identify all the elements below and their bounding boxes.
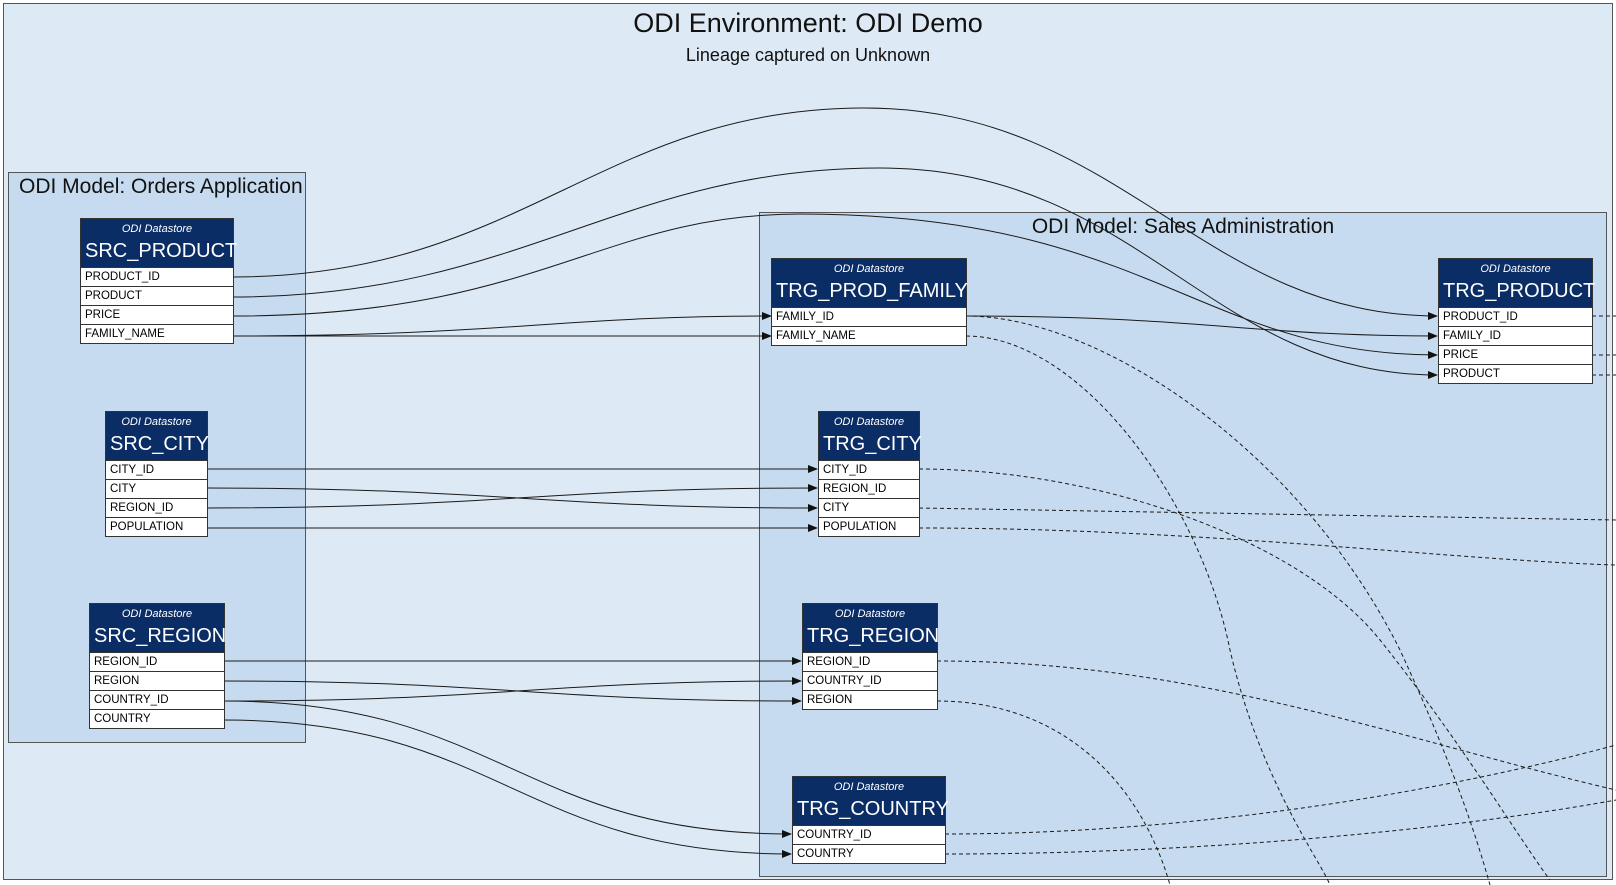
column-region-id[interactable]: REGION_ID [90,652,224,671]
datastore-src-city[interactable]: ODI Datastore SRC_CITY CITY_ID CITY REGI… [105,411,209,537]
datastore-type-label: ODI Datastore [834,608,906,620]
lineage-src-family-name-to-trg-family-id [232,312,772,337]
environment-title: ODI Environment: ODI Demo [633,8,983,38]
lineage-trg-family-id-to-trg-product-family-id [965,315,1438,340]
datastore-type-label: ODI Datastore [833,263,905,275]
column-family-id[interactable]: FAMILY_ID [1439,326,1592,345]
datastore-trg-prod-family[interactable]: ODI Datastore TRG_PROD_FAMILY FAMILY_ID … [771,258,968,346]
lineage-src-product-to-trg-product [232,167,1438,379]
lineage-src-region-id-to-trg-region-id [206,484,818,509]
dashed-lineage [936,700,1171,885]
column-city-id[interactable]: CITY_ID [819,460,919,479]
datastore-trg-city[interactable]: ODI Datastore TRG_CITY CITY_ID REGION_ID… [818,411,922,537]
datastore-trg-country[interactable]: ODI Datastore TRG_COUNTRY COUNTRY_ID COU… [792,776,949,864]
lineage-src-country-id-to-trg-country-country-id [223,700,792,838]
lineage-src-country-id-to-trg-country-id [223,677,802,702]
datastore-src-region[interactable]: ODI Datastore SRC_REGION REGION_ID REGIO… [89,603,227,729]
datastore-name: SRC_CITY [110,433,209,455]
dashed-lineage [944,744,1616,835]
datastore-name: SRC_PRODUCT [85,240,238,262]
datastore-type-label: ODI Datastore [121,223,193,235]
column-family-id[interactable]: FAMILY_ID [772,307,966,326]
column-family-name[interactable]: FAMILY_NAME [81,324,233,343]
column-country-id[interactable]: COUNTRY_ID [803,671,937,690]
column-product[interactable]: PRODUCT [81,286,233,305]
datastore-type-label: ODI Datastore [1480,263,1551,275]
dashed-lineage [918,468,1551,881]
column-product[interactable]: PRODUCT [1439,364,1592,383]
dashed-lineage [936,660,1616,791]
datastore-name: TRG_CITY [823,433,922,455]
column-region[interactable]: REGION [803,690,937,709]
datastore-type-label: ODI Datastore [833,781,905,793]
column-country[interactable]: COUNTRY [90,709,224,728]
column-region-id[interactable]: REGION_ID [106,498,207,517]
environment-subtitle: Lineage captured on Unknown [685,45,931,65]
lineage-src-product-id-to-trg-product-id [232,107,1438,320]
column-product-id[interactable]: PRODUCT_ID [81,267,233,286]
datastore-trg-product[interactable]: ODI Datastore TRG_PRODUCT PRODUCT_ID FAM… [1438,258,1596,384]
datastore-name: TRG_REGION [807,625,940,647]
column-population[interactable]: POPULATION [106,517,207,536]
datastore-name: TRG_PRODUCT [1443,280,1596,302]
column-country-id[interactable]: COUNTRY_ID [793,825,945,844]
lineage-src-country-to-trg-country [223,719,792,858]
datastore-trg-region[interactable]: ODI Datastore TRG_REGION REGION_ID COUNT… [802,603,940,710]
datastore-type-label: ODI Datastore [121,608,193,620]
datastore-name: TRG_COUNTRY [797,798,949,820]
column-city[interactable]: CITY [819,498,919,517]
column-region-id[interactable]: REGION_ID [803,652,937,671]
column-region-id[interactable]: REGION_ID [819,479,919,498]
dashed-lineage [965,335,1331,885]
column-product-id[interactable]: PRODUCT_ID [1439,307,1592,326]
model-title: ODI Model: Orders Application [19,175,303,198]
datastore-type-label: ODI Datastore [833,416,905,428]
dashed-lineage [944,799,1616,855]
datastore-src-product[interactable]: ODI Datastore SRC_PRODUCT PRODUCT_ID PRO… [80,218,238,344]
column-country[interactable]: COUNTRY [793,844,945,863]
datastore-name: TRG_PROD_FAMILY [776,280,968,302]
column-population[interactable]: POPULATION [819,517,919,536]
model-title: ODI Model: Sales Administration [1031,215,1335,238]
column-region[interactable]: REGION [90,671,224,690]
column-family-name[interactable]: FAMILY_NAME [772,326,966,345]
lineage-src-price-to-trg-price [232,213,1438,359]
column-price[interactable]: PRICE [81,305,233,324]
dashed-lineage [918,507,1616,521]
column-price[interactable]: PRICE [1439,345,1592,364]
column-city[interactable]: CITY [106,479,207,498]
column-city-id[interactable]: CITY_ID [106,460,207,479]
column-country-id[interactable]: COUNTRY_ID [90,690,224,709]
datastore-type-label: ODI Datastore [121,416,192,428]
dashed-lineage [918,527,1616,566]
datastore-name: SRC_REGION [94,625,227,647]
dashed-lineage [965,315,1491,885]
